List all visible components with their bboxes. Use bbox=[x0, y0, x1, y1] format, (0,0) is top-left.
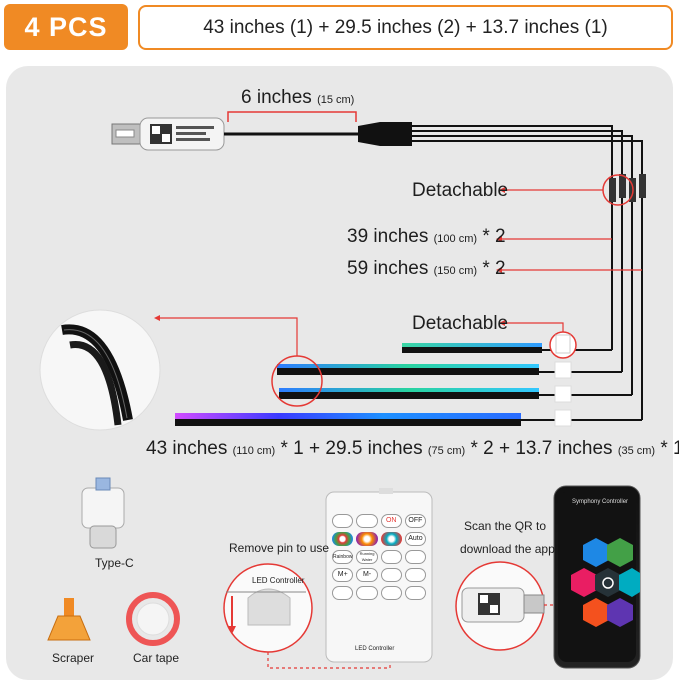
remove-pin-caption: Remove pin to use bbox=[229, 541, 330, 555]
qr-closeup bbox=[455, 561, 580, 651]
phone-app bbox=[553, 485, 641, 669]
remote-music-button-3 bbox=[380, 586, 402, 600]
remote-off-button: OFF bbox=[404, 514, 426, 528]
remote-m-plus-button: M+ bbox=[332, 568, 354, 582]
quantity-badge: 4 PCS bbox=[4, 4, 128, 50]
remote-mode-button-2 bbox=[404, 550, 426, 564]
remote-color-button bbox=[332, 532, 354, 546]
strip-lengths-label: 43 inches (110 cm) * 1 + 29.5 inches (75… bbox=[146, 438, 679, 459]
remote-speed-button-2 bbox=[404, 568, 426, 582]
cable-length-label: 6 inches (15 cm) bbox=[241, 87, 355, 108]
remote-music-button-2 bbox=[356, 586, 378, 600]
remote-brightness-down-button bbox=[356, 514, 378, 528]
remote-running-water-button: Running Water bbox=[356, 550, 378, 564]
type-c-caption: Type-C bbox=[95, 556, 134, 570]
remote-mode-button bbox=[380, 550, 402, 564]
remote-on-button: ON bbox=[380, 514, 402, 528]
remote-label: LED Controller bbox=[355, 646, 395, 652]
led-strips bbox=[175, 343, 542, 426]
usb-controller bbox=[111, 117, 225, 151]
remote-m-minus-button: M- bbox=[356, 568, 378, 582]
scan-qr-caption-1: Scan the QR to bbox=[464, 519, 547, 533]
app-title: Symphony Controller bbox=[572, 499, 629, 505]
car-tape-caption: Car tape bbox=[133, 651, 180, 665]
remote-button-grid: ON OFF Auto Rainbow Running Water M+ M- bbox=[332, 514, 426, 600]
type-c-adapter bbox=[81, 477, 125, 549]
strip-closeup-image bbox=[39, 309, 161, 431]
detachable-label-top: Detachable bbox=[412, 180, 509, 201]
car-tape-roll bbox=[126, 592, 180, 646]
extension-39-label: 39 inches (100 cm) * 2 bbox=[347, 226, 506, 247]
remote-color-button-2 bbox=[356, 532, 378, 546]
extension-59-label: 59 inches (150 cm) * 2 bbox=[347, 258, 506, 279]
remote-color-button-3 bbox=[380, 532, 402, 546]
pin-closeup-label: LED Controller bbox=[252, 576, 305, 585]
controller-pin-closeup bbox=[223, 563, 391, 669]
length-spec-box: 43 inches (1) + 29.5 inches (2) + 13.7 i… bbox=[138, 5, 673, 50]
scraper-caption: Scraper bbox=[52, 651, 95, 665]
remote-speed-button bbox=[380, 568, 402, 582]
remote-auto-button: Auto bbox=[404, 532, 426, 546]
remote-rainbow-button: Rainbow bbox=[332, 550, 354, 564]
scraper-tool bbox=[47, 598, 91, 641]
detachable-label-bottom: Detachable bbox=[412, 313, 509, 334]
remote-music-button-4 bbox=[404, 586, 426, 600]
remote-music-button bbox=[332, 586, 354, 600]
remote-brightness-up-button bbox=[332, 514, 354, 528]
scan-qr-caption-2: download the app bbox=[460, 542, 555, 556]
